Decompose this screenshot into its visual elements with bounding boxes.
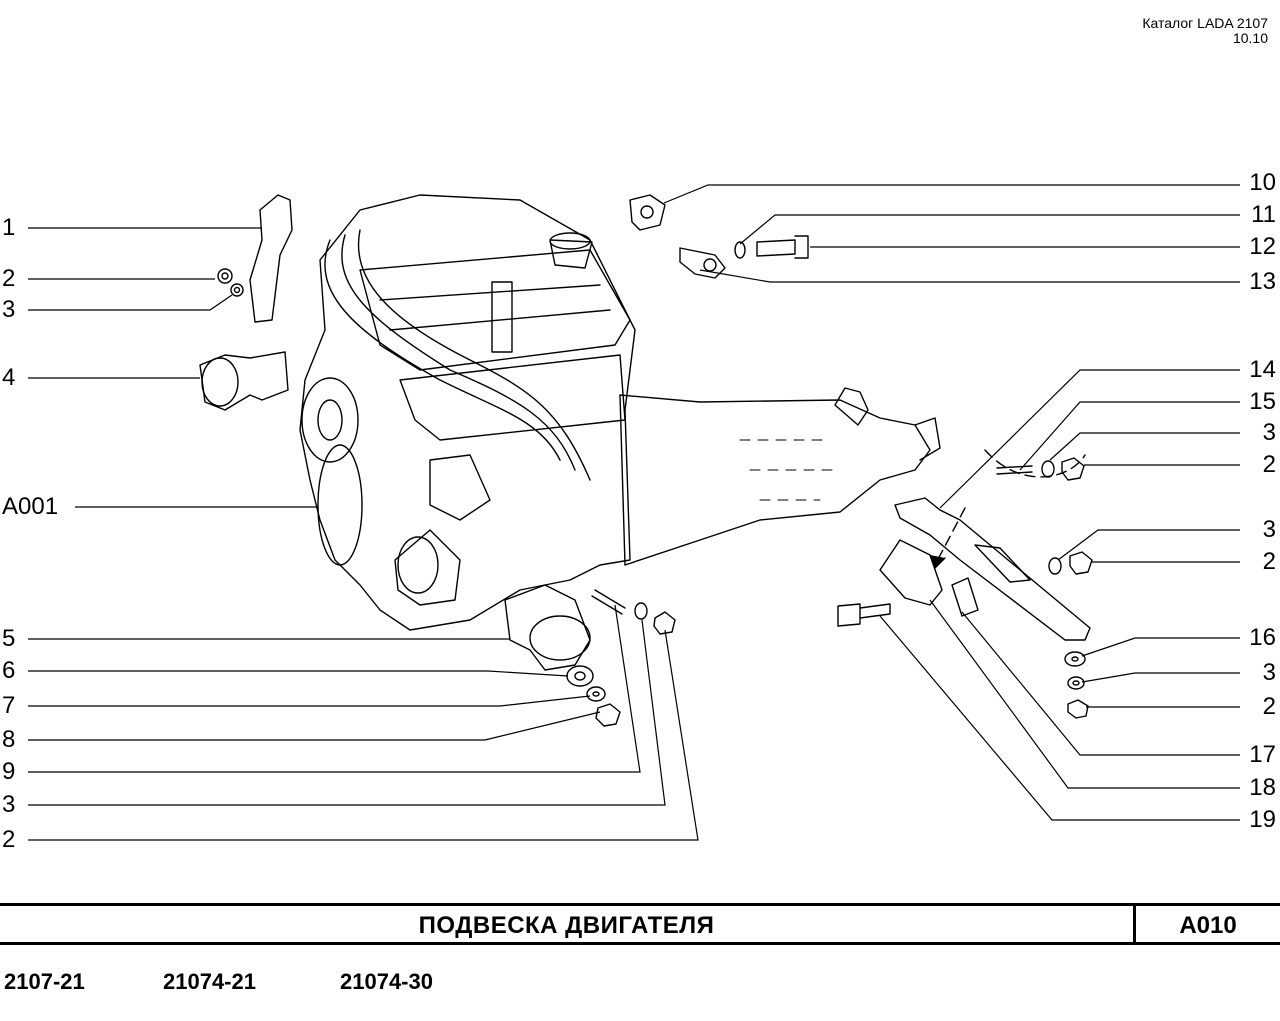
part-19-bolt — [837, 603, 891, 627]
title-bar: ПОДВЕСКА ДВИГАТЕЛЯ A010 — [0, 903, 1280, 945]
dipstick — [491, 281, 513, 353]
part-1-bracket — [249, 194, 293, 323]
part-18-bracket — [879, 539, 943, 606]
callout-2: 2 — [2, 826, 16, 853]
callout-6: 6 — [2, 657, 16, 684]
callout-18: 18 — [1249, 774, 1276, 801]
callout-17: 17 — [1249, 741, 1276, 768]
callout-1: 1 — [2, 214, 16, 241]
callout-2: 2 — [1262, 451, 1276, 478]
part-15-stud — [996, 465, 1033, 475]
engine-block — [299, 194, 636, 631]
gearbox-shifter-boot — [834, 387, 869, 426]
oil-filler-cap — [549, 239, 593, 269]
callout-3: 3 — [2, 791, 16, 818]
callout-11: 11 — [1251, 201, 1276, 228]
catalog-name: Каталог LADA 2107 — [1142, 15, 1268, 31]
model-code-21074-21: 21074-21 — [163, 969, 256, 994]
callout-5: 5 — [2, 625, 16, 652]
part-17-sleeve — [951, 577, 979, 617]
part-12-bolt — [756, 235, 809, 259]
section-code: A010 — [1179, 912, 1237, 939]
callout-2: 2 — [1262, 693, 1276, 720]
ignition-wires — [324, 239, 561, 461]
callout-3: 3 — [1262, 419, 1276, 446]
catalog-version: 10.10 — [1232, 30, 1268, 46]
oil-filter — [394, 529, 461, 606]
callout-12: 12 — [1249, 233, 1276, 260]
callout-19: 19 — [1249, 806, 1276, 833]
callout-2: 2 — [2, 265, 16, 292]
callout-14: 14 — [1249, 356, 1276, 383]
callout-3: 3 — [1262, 659, 1276, 686]
part-5-cushion — [504, 584, 591, 671]
part-14-crossmember — [894, 497, 1091, 641]
callout-9: 9 — [2, 758, 16, 785]
callout-15: 15 — [1249, 388, 1276, 415]
part-9-stud — [591, 589, 626, 615]
callout-4: 4 — [2, 364, 16, 391]
callout-10: 10 — [1249, 169, 1276, 196]
callout-a001: A001 — [2, 493, 59, 520]
title-divider — [1133, 906, 1136, 942]
crankshaft-pulley — [301, 377, 359, 463]
callout-16: 16 — [1249, 624, 1276, 651]
callout-8: 8 — [2, 726, 16, 753]
page-title: ПОДВЕСКА ДВИГАТЕЛЯ — [418, 912, 715, 939]
callout-3: 3 — [1262, 516, 1276, 543]
gearbox-housing — [619, 394, 931, 566]
callout-2: 2 — [1262, 548, 1276, 575]
callout-3: 3 — [2, 296, 16, 323]
callout-13: 13 — [1249, 268, 1276, 295]
part-13-bracket — [679, 247, 726, 279]
callout-7: 7 — [2, 692, 16, 719]
distributor — [429, 454, 491, 521]
part-4-mount — [199, 351, 289, 411]
flywheel — [317, 444, 363, 566]
model-code-2107-21: 2107-21 — [4, 969, 85, 994]
part-10-bracket — [629, 194, 666, 231]
intake-manifold — [399, 354, 626, 441]
model-code-21074-30: 21074-30 — [340, 969, 433, 994]
